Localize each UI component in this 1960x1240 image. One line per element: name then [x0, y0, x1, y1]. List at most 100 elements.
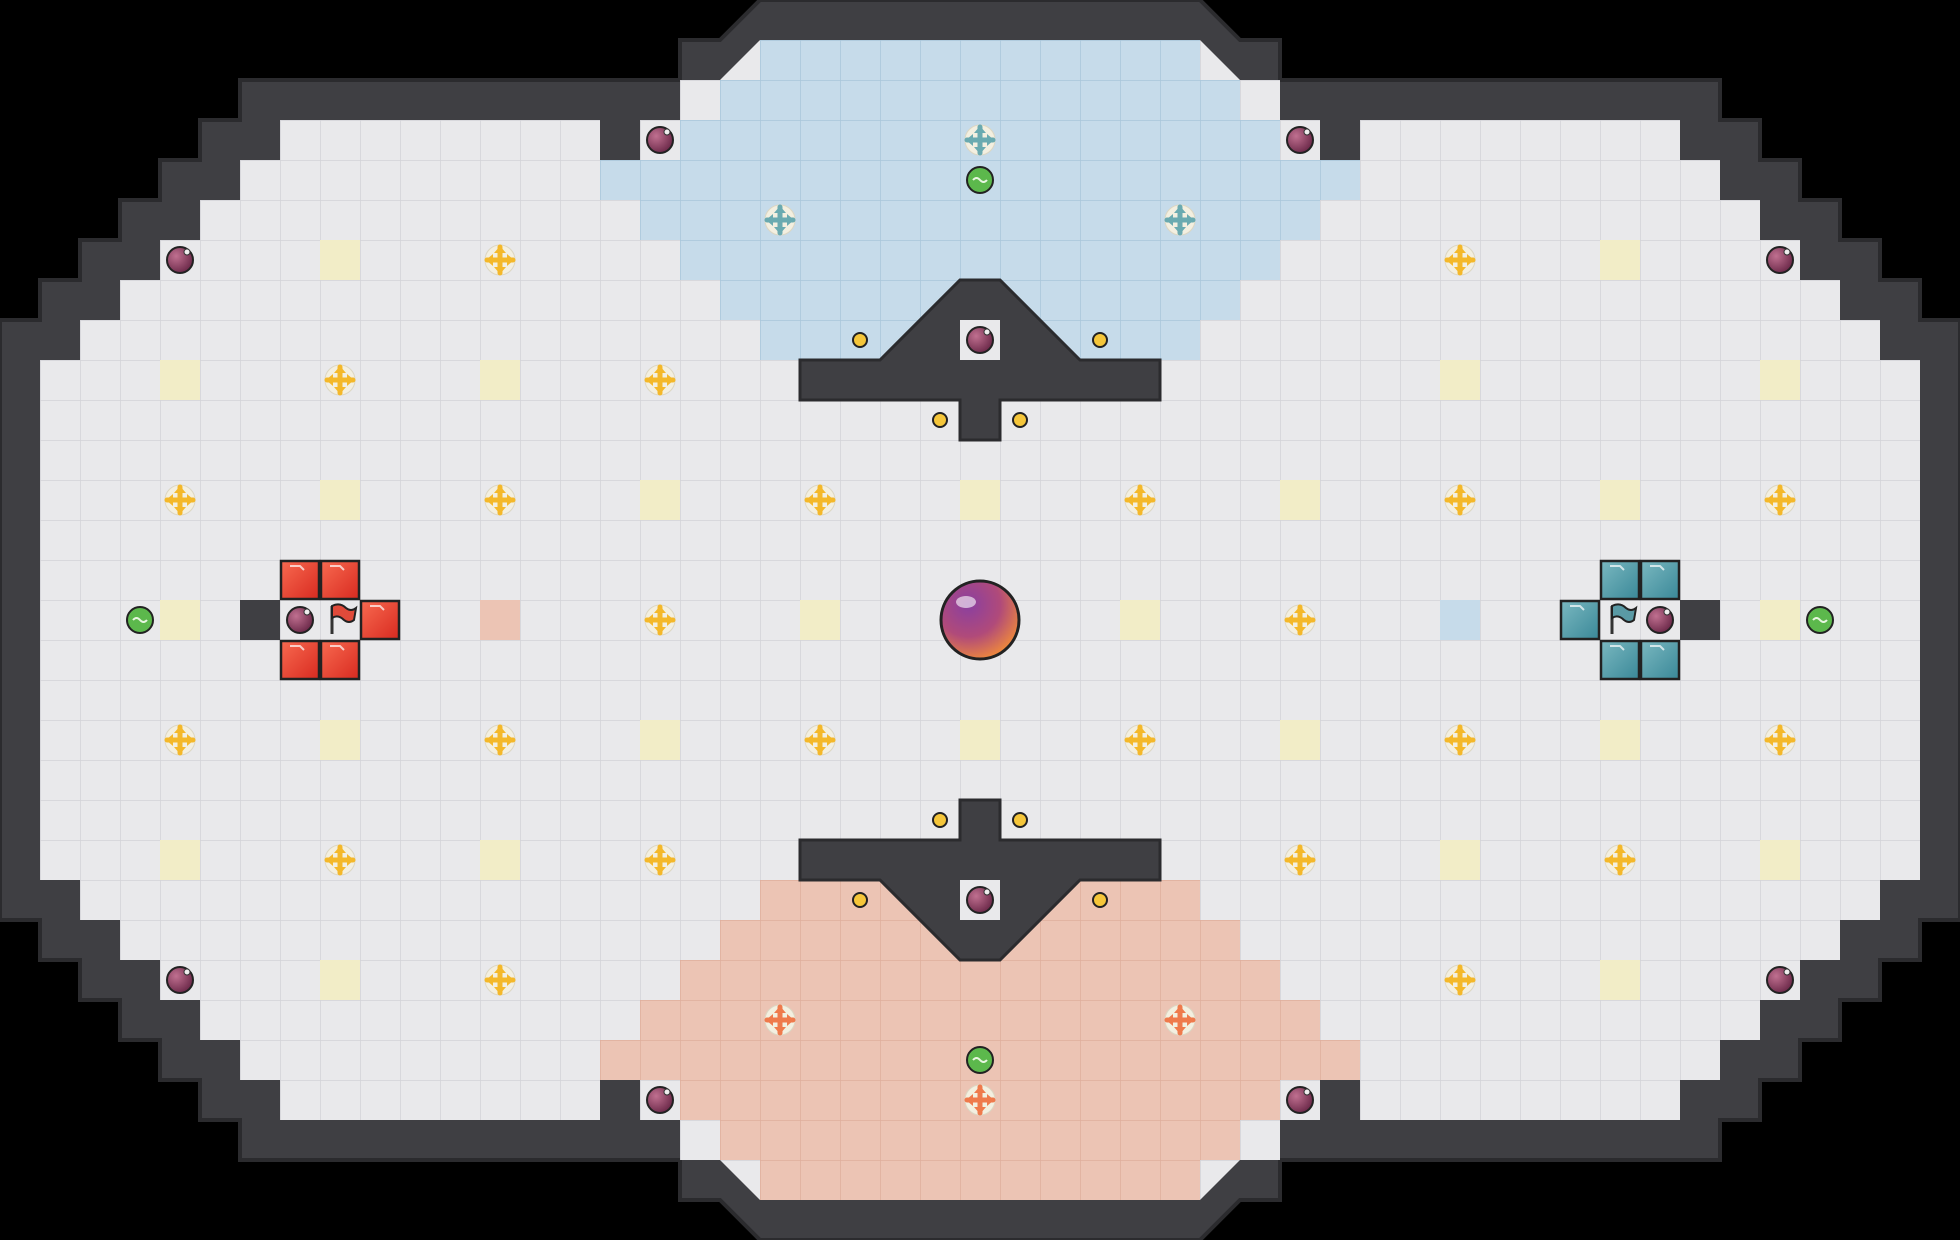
boost-pad-yellow-icon-arrowhead — [1787, 734, 1794, 746]
center-ball-icon — [939, 579, 1021, 661]
yellow-tile — [1440, 360, 1480, 400]
red-gate-block-shine — [290, 645, 305, 651]
boost-pad-yellow-icon-arrowhead — [1454, 726, 1466, 733]
powerup-wave — [132, 617, 148, 623]
boost-pad-yellow-icon-arrowhead — [1627, 854, 1634, 866]
boost-pad-blue-icon-arrowhead — [787, 214, 794, 226]
powerup-wave — [972, 1057, 988, 1063]
boost-pad-red-icon-arrowhead — [974, 1086, 986, 1093]
boost-pad-yellow-icon-arrowhead — [494, 486, 506, 493]
yellow-tile — [320, 960, 360, 1000]
boost-pad-red-icon-arrowhead — [1166, 1014, 1173, 1026]
portal-icon — [1012, 412, 1028, 428]
yellow-tile — [480, 360, 520, 400]
boost-pad-yellow-icon-arrowhead — [1147, 734, 1154, 746]
bomb-fuse — [663, 1088, 671, 1096]
boost-pad-yellow-icon-arrowhead — [334, 366, 346, 373]
boost-pad-yellow-icon-arrowhead — [334, 846, 346, 853]
red-gate-block-shine — [370, 605, 385, 611]
boost-pad-yellow-icon-arrowhead — [1766, 734, 1773, 746]
yellow-tile — [800, 600, 840, 640]
portal-icon — [932, 412, 948, 428]
boost-pad-red-icon-arrowhead — [1174, 1006, 1186, 1013]
bomb-fuse — [663, 128, 671, 136]
boost-pad-yellow-icon-arrowhead — [654, 387, 666, 394]
yellow-tile — [1600, 960, 1640, 1000]
boost-pad-yellow-icon-arrowhead — [1446, 254, 1453, 266]
yellow-tile — [160, 600, 200, 640]
boost-pad-yellow-icon-arrowhead — [1134, 486, 1146, 493]
blue-flag-icon — [1611, 603, 1638, 623]
bomb-fuse — [303, 608, 311, 616]
boost-pad-yellow-icon-arrowhead — [646, 374, 653, 386]
boost-pad-yellow-icon-arrowhead — [334, 387, 346, 394]
powerup-wave — [1812, 617, 1828, 623]
boost-pad-yellow-icon-arrowhead — [1147, 494, 1154, 506]
boost-pad-yellow-icon-arrowhead — [486, 974, 493, 986]
boost-pad-yellow-icon-arrowhead — [166, 494, 173, 506]
bomb-fuse — [183, 248, 191, 256]
boost-pad-yellow-icon-arrowhead — [1307, 854, 1314, 866]
boost-pad-yellow-icon-arrowhead — [1454, 246, 1466, 253]
yellow-tile — [320, 240, 360, 280]
boost-pad-yellow-icon-arrowhead — [494, 507, 506, 514]
boost-pad-yellow-icon-arrowhead — [347, 854, 354, 866]
red-gate-block — [319, 559, 361, 601]
yellow-tile — [640, 480, 680, 520]
boost-pad-yellow-icon-arrowhead — [494, 246, 506, 253]
red-flag-icon — [331, 603, 358, 623]
boost-pad-yellow-icon-arrowhead — [1294, 606, 1306, 613]
boost-pad-yellow-icon-arrowhead — [827, 734, 834, 746]
yellow-tile — [1760, 600, 1800, 640]
boost-pad-blue-icon-arrowhead — [1174, 206, 1186, 213]
boost-pad-yellow-icon-arrowhead — [1294, 846, 1306, 853]
boost-pad-yellow-icon-arrowhead — [1286, 854, 1293, 866]
boost-pad-red-icon-arrowhead — [974, 1107, 986, 1114]
boost-pad-yellow-icon-arrowhead — [1134, 747, 1146, 754]
boost-pad-yellow-icon-arrowhead — [1467, 974, 1474, 986]
boost-pad-yellow-icon-arrowhead — [334, 867, 346, 874]
boost-pad-yellow-icon-arrowhead — [494, 267, 506, 274]
boost-pad-yellow-icon-arrowhead — [1126, 494, 1133, 506]
bomb-fuse — [983, 328, 991, 336]
boost-pad-yellow-icon-arrowhead — [166, 734, 173, 746]
boost-pad-yellow-icon-arrowhead — [326, 374, 333, 386]
boost-pad-yellow-icon-arrowhead — [1446, 734, 1453, 746]
boost-pad-yellow-icon-arrowhead — [1467, 734, 1474, 746]
boost-pad-blue-icon-arrowhead — [966, 134, 973, 146]
boost-pad-yellow-icon-arrowhead — [667, 614, 674, 626]
yellow-tile — [960, 480, 1000, 520]
boost-pad-yellow-icon-arrowhead — [827, 494, 834, 506]
boost-pad-blue-icon-arrowhead — [1174, 227, 1186, 234]
boost-pad-yellow-icon-arrowhead — [1454, 987, 1466, 994]
boost-pad-red-icon-arrowhead — [787, 1014, 794, 1026]
boost-pad-red-icon-arrowhead — [1187, 1014, 1194, 1026]
red-base-wall — [240, 600, 280, 640]
portal-icon — [1092, 332, 1108, 348]
portal-icon — [1012, 812, 1028, 828]
boost-pad-yellow-icon-arrowhead — [1294, 867, 1306, 874]
red-gate-block — [319, 639, 361, 681]
boost-pad-yellow-icon-arrowhead — [486, 494, 493, 506]
boost-pad-yellow-icon-arrowhead — [494, 987, 506, 994]
boost-pad-yellow-icon-arrowhead — [814, 507, 826, 514]
blue-base-wall — [1680, 600, 1720, 640]
center-ball-shine — [956, 596, 976, 608]
bomb-fuse — [183, 968, 191, 976]
boost-pad-yellow-icon-arrowhead — [1307, 614, 1314, 626]
boost-pad-yellow-icon-arrowhead — [174, 747, 186, 754]
boost-pad-red-icon-arrowhead — [774, 1006, 786, 1013]
boost-pad-red-icon-arrowhead — [987, 1094, 994, 1106]
powerup-wave — [972, 177, 988, 183]
boost-pad-yellow-icon-arrowhead — [1446, 494, 1453, 506]
boost-pad-yellow-icon-arrowhead — [806, 494, 813, 506]
boost-pad-yellow-icon-arrowhead — [654, 867, 666, 874]
boost-pad-yellow-icon-arrowhead — [1134, 726, 1146, 733]
boost-pad-yellow-icon-arrowhead — [1446, 974, 1453, 986]
boost-pad-blue-icon-arrowhead — [1166, 214, 1173, 226]
boost-pad-yellow-icon-arrowhead — [654, 627, 666, 634]
boost-pad-yellow-icon-arrowhead — [1134, 507, 1146, 514]
yellow-tile — [320, 480, 360, 520]
